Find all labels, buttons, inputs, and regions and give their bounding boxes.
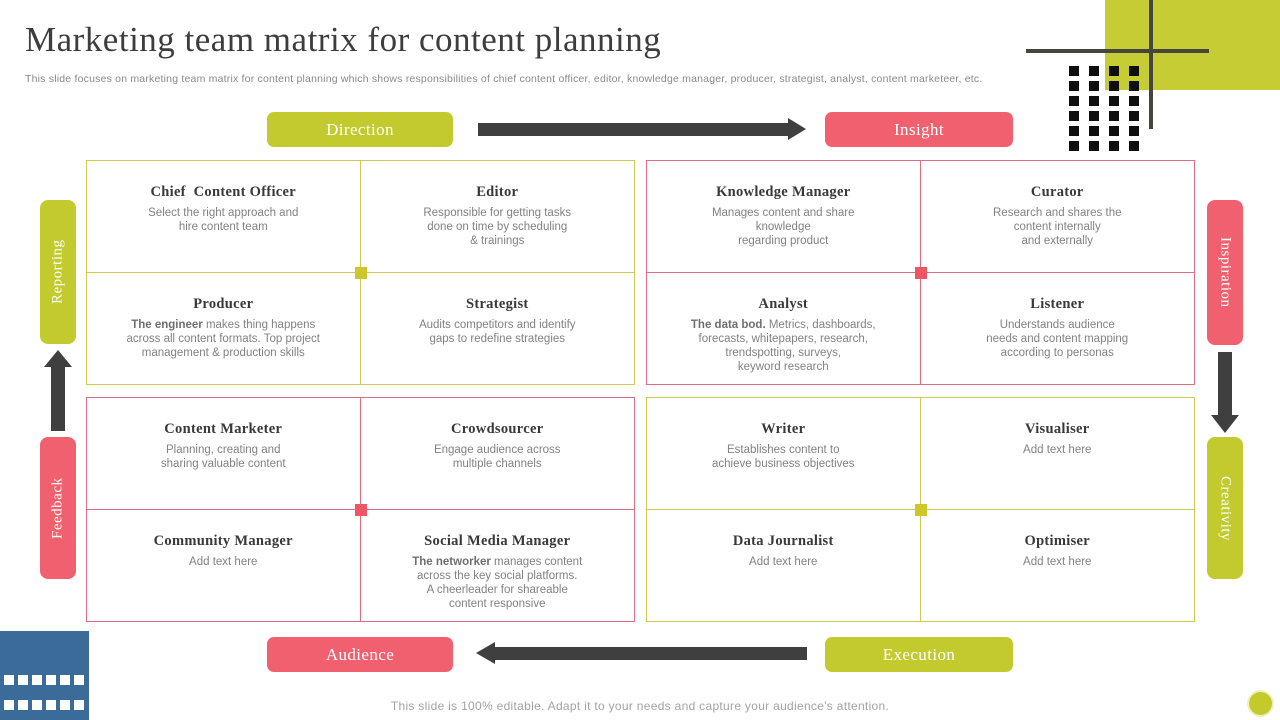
cell-title: Visualiser [1025,421,1090,437]
execution-button[interactable]: Execution [825,637,1013,672]
green-circle [1249,692,1272,715]
cell-visualiser: Visualiser Add text here [920,398,1194,510]
cell-desc: Select the right approach and hire conte… [148,207,299,233]
cell-title: Analyst [758,295,809,312]
arrow-shaft [51,367,65,431]
quadrant-execution: Writer Establishes content to achieve bu… [646,397,1195,622]
cell-desc: Add text here [189,555,258,568]
cell-desc: Responsible for getting tasks done on ti… [423,207,572,247]
cell-title: Data Journalist [732,532,834,549]
reporting-button[interactable]: Reporting [40,200,76,344]
audience-button[interactable]: Audience [267,637,453,672]
arrow-head [476,642,495,664]
cell-community-manager: Community Manager Add text here [87,509,361,621]
insight-button[interactable]: Insight [825,112,1013,147]
cell-title: Optimiser [1024,532,1091,549]
cell-curator: Curator Research and shares the content … [920,161,1194,273]
cell-desc: Establishes content to achieve business … [711,444,855,470]
cell-chief-content-officer: Chief Content Officer Select the right a… [87,161,361,273]
arrow-shaft [478,123,790,136]
cell-title: Content Marketer [164,421,283,437]
arrow-shaft [495,647,807,660]
white-dot-grid [4,675,84,710]
quadrant-center-marker [354,503,367,516]
cell-content-marketer: Content Marketer Planning, creating and … [87,398,361,510]
cell-desc: Research and shares the content internal… [993,207,1122,247]
cell-knowledge-manager: Knowledge Manager Manages content and sh… [647,161,921,273]
arrow-right-icon [478,118,806,141]
cell-social-media-manager: Social Media Manager The networker manag… [361,510,635,622]
cell-producer: Producer The engineer makes thing happen… [87,272,361,384]
cell-desc: Engage audience across multiple channels [433,444,561,470]
arrow-head [1211,415,1239,433]
cell-title: Curator [1030,184,1084,200]
cell-strategist: Strategist Audits competitors and identi… [361,273,635,385]
inspiration-button[interactable]: Inspiration [1207,200,1243,345]
cell-desc: Add text here [749,555,818,568]
direction-button[interactable]: Direction [267,112,453,147]
cell-desc: Add text here [1023,555,1092,568]
arrow-down-icon [1211,352,1239,433]
cell-editor: Editor Responsible for getting tasks don… [360,161,634,273]
cell-title: Chief Content Officer [150,184,297,200]
cell-desc: Understands audience needs and content m… [986,318,1129,359]
creativity-button[interactable]: Creativity [1207,437,1243,579]
cell-analyst: Analyst The data bod. Metrics, dashboard… [647,272,921,384]
quadrant-direction: Chief Content Officer Select the right a… [86,160,635,385]
blue-corner-rectangle [0,631,89,720]
cell-desc: The engineer makes thing happens across … [126,318,320,359]
editable-note: This slide is 100% editable. Adapt it to… [390,699,890,713]
arrow-head [788,118,806,140]
cell-title: Listener [1030,295,1085,312]
cell-desc: Add text here [1023,444,1092,456]
decor-vertical-line [1149,0,1153,129]
cell-title: Editor [476,184,519,200]
cell-data-journalist: Data Journalist Add text here [647,509,921,621]
dark-dot-grid [1069,66,1139,151]
quadrant-audience: Content Marketer Planning, creating and … [86,397,635,622]
cell-desc: The networker manages content across the… [412,555,583,610]
cell-title: Strategist [465,295,529,312]
arrow-head [44,350,72,367]
cell-title: Community Manager [153,532,293,549]
feedback-button[interactable]: Feedback [40,437,76,579]
cell-crowdsourcer: Crowdsourcer Engage audience across mult… [360,398,634,510]
quadrant-center-marker [914,503,927,516]
cell-writer: Writer Establishes content to achieve bu… [647,398,921,510]
page-subtitle: This slide focuses on marketing team mat… [25,73,983,85]
cell-desc: Planning, creating and sharing valuable … [160,444,286,470]
cell-desc: The data bod. Metrics, dashboards, forec… [690,318,876,373]
quadrant-center-marker [914,266,927,279]
arrow-up-icon [44,350,72,431]
arrow-shaft [1218,352,1232,415]
arrow-left-icon [476,642,807,665]
cell-title: Producer [193,295,254,312]
cell-optimiser: Optimiser Add text here [921,510,1195,622]
page-title: Marketing team matrix for content planni… [25,20,662,59]
decor-horizontal-line [1026,49,1209,53]
cell-listener: Listener Understands audience needs and … [921,273,1195,385]
cell-title: Crowdsourcer [451,421,544,437]
quadrant-insight: Knowledge Manager Manages content and sh… [646,160,1195,385]
cell-title: Social Media Manager [424,532,571,549]
quadrant-center-marker [354,266,367,279]
cell-title: Writer [761,421,806,437]
cell-desc: Audits competitors and identify gaps to … [418,318,576,345]
cell-desc: Manages content and share knowledge rega… [711,207,855,247]
cell-title: Knowledge Manager [716,184,851,200]
